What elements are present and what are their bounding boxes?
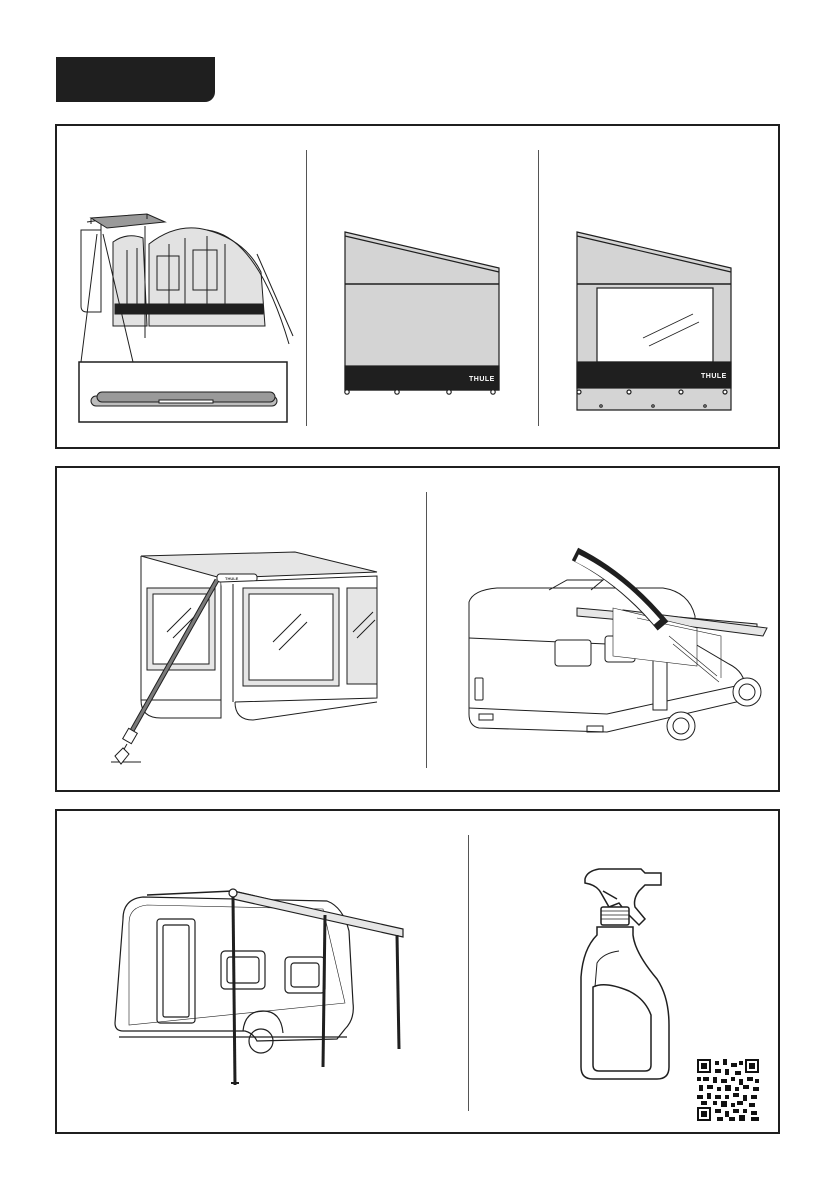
- side-panel-solid-illustration: THULE: [307, 126, 539, 446]
- instruction-panel-2: THULE: [55, 466, 780, 792]
- awning-room-illustration: THULE: [57, 468, 427, 788]
- section-header-tab: [56, 57, 215, 102]
- brand-label: THULE: [701, 373, 727, 380]
- caravan-awning-illustration: [57, 811, 469, 1131]
- side-panel-window-illustration: THULE: [539, 126, 779, 446]
- qr-code: [697, 1059, 759, 1121]
- instruction-panel-1: THULE THULE: [55, 124, 780, 449]
- instruction-panel-3: [55, 809, 780, 1134]
- brand-label: THULE: [469, 376, 495, 383]
- awning-tent-illustration: [57, 126, 307, 446]
- motorhome-awning-illustration: [427, 468, 782, 788]
- brand-label-small: THULE: [225, 576, 239, 581]
